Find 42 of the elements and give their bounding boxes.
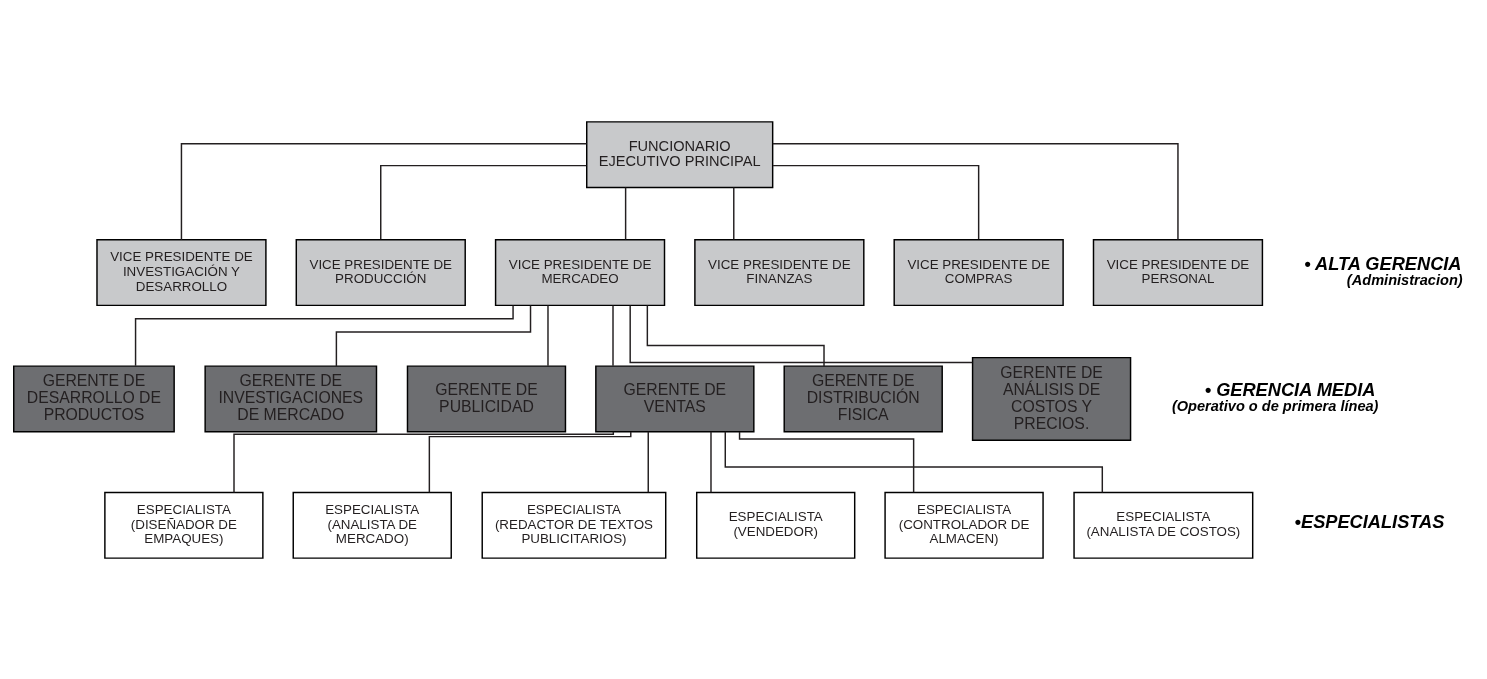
connector [428,430,632,493]
connector [335,304,532,367]
connector [624,186,627,240]
node-box: VICE PRESIDENTE DE COMPRAS [893,238,1064,306]
node-box: GERENTE DE VENTAS [595,364,755,432]
node-box: ESPECIALISTA (ANALISTA DE MERCADO) [292,491,452,559]
connector [738,430,915,493]
node-box: GERENTE DE ANÁLISIS DE COSTOS Y PRECIOS. [971,356,1132,441]
label: (Operativo o de primera línea) [1171,397,1379,414]
label: •ESPECIALISTAS [1294,511,1445,532]
connector [380,164,588,240]
node-box: VICE PRESIDENTE DE MERCADEO [494,238,666,306]
connector [233,430,615,493]
connector [724,430,1104,493]
node-box: VICE PRESIDENTE DE PRODUCCIÓN [295,238,466,306]
connector [733,186,735,240]
connector [612,304,614,367]
node-box: ESPECIALISTA (CONTROLADOR DE ALMACEN) [884,491,1044,559]
connector [547,304,549,367]
node-box: VICE PRESIDENTE DE PERSONAL [1092,238,1264,306]
node-box: FUNCIONARIO EJECUTIVO PRINCIPAL [586,120,774,188]
connector [180,142,588,240]
label: • GERENCIA MEDIA [1204,379,1376,400]
node-box: GERENTE DE DESARROLLO DE PRODUCTOS [13,364,175,432]
node-box: VICE PRESIDENTE DE FINANZAS [694,238,865,306]
connector [710,430,712,493]
node-box: GERENTE DE PUBLICIDAD [406,364,567,432]
node-box: VICE PRESIDENTE DE INVESTIGACIÓN Y DESARROLLO [96,238,267,306]
node-box: GERENTE DE DISTRIBUCIÓN FISICA [783,364,943,432]
label: • ALTA GERENCIA [1304,253,1462,274]
connector [647,430,649,493]
connector [629,304,974,363]
connector [134,304,514,367]
node-box: GERENTE DE INVESTIGACIONES DE MERCADO [204,364,378,432]
node-box: ESPECIALISTA (ANALISTA DE COSTOS) [1073,491,1254,559]
node-box: ESPECIALISTA (DISEÑADOR DE EMPAQUES) [104,491,264,559]
connector [646,304,825,367]
node-box: ESPECIALISTA (REDACTOR DE TEXTOS PUBLICITARIOS) [481,491,667,559]
connector [772,164,980,240]
label: (Administracion) [1346,271,1463,288]
node-box: ESPECIALISTA (VENDEDOR) [696,491,856,559]
connector [772,142,1179,240]
